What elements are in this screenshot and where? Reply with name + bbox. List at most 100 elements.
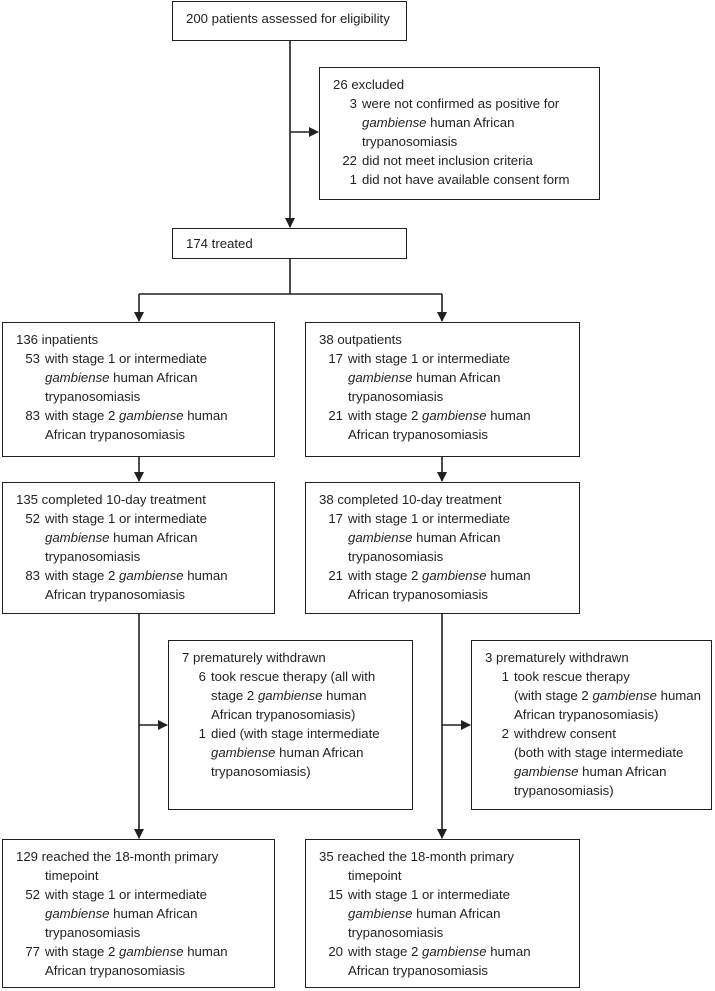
- item-count: 52: [25, 887, 40, 902]
- item-description: died (with stage intermediate gambiense h…: [211, 724, 403, 781]
- box-heading: 38 outpatients: [319, 332, 402, 347]
- item-count: 22: [342, 153, 357, 168]
- box-heading: 3 prematurely withdrawn: [485, 650, 629, 665]
- item-line: trypanosomiasis): [211, 764, 311, 779]
- treated-box: 174 treated: [172, 228, 407, 259]
- item-line: African trypanosomiasis): [514, 707, 659, 722]
- item-count: 1: [501, 669, 509, 684]
- item-line: trypanosomiasis): [514, 783, 614, 798]
- box-item: 52 with stage 1 or intermediate gambiense …: [16, 885, 265, 942]
- item-line: with stage 1 or intermediate: [45, 351, 207, 366]
- item-line: gambiense human African: [348, 906, 501, 921]
- item-description: did not meet inclusion criteria: [362, 151, 590, 170]
- item-line: with stage 2 gambiense human: [348, 944, 531, 959]
- box-item: 3 were not confirmed as positive for gambi…: [333, 94, 590, 151]
- box-text: 200 patients assessed for eligibility: [186, 11, 390, 26]
- box-item: 52 with stage 1 or intermediate gambiense …: [16, 509, 265, 566]
- item-line: African trypanosomiasis: [45, 587, 185, 602]
- item-line: gambiense human African: [348, 530, 501, 545]
- item-line: gambiense human African: [211, 745, 364, 760]
- box-item: 17 with stage 1 or intermediate gambiense …: [319, 349, 570, 406]
- item-line: (both with stage intermediate: [514, 745, 684, 760]
- item-line: gambiense human African: [45, 530, 198, 545]
- item-count: 21: [328, 568, 343, 583]
- item-line: African trypanosomiasis: [348, 427, 488, 442]
- item-line: African trypanosomiasis: [45, 427, 185, 442]
- item-count: 83: [25, 408, 40, 423]
- box-item: 1 took rescue therapy (with stage 2 gambie…: [485, 667, 702, 724]
- box-heading: timepoint: [348, 868, 402, 883]
- item-count: 83: [25, 568, 40, 583]
- item-line: gambiense human African: [362, 115, 515, 130]
- item-count: 2: [501, 726, 509, 741]
- item-line: trypanosomiasis: [348, 925, 444, 940]
- item-description: took rescue therapy (with stage 2 gambien…: [514, 667, 702, 724]
- item-line: African trypanosomiasis): [211, 707, 356, 722]
- item-line: trypanosomiasis: [348, 549, 444, 564]
- item-line: took rescue therapy (all with: [211, 669, 376, 684]
- item-line: trypanosomiasis: [362, 134, 458, 149]
- box-item: 22 did not meet inclusion criteria: [333, 151, 590, 170]
- item-line: stage 2 gambiense human: [211, 688, 367, 703]
- item-line: trypanosomiasis: [45, 389, 141, 404]
- item-line: died (with stage intermediate: [211, 726, 380, 741]
- item-count: 3: [349, 96, 357, 111]
- box-heading: 129 reached the 18-month primary: [16, 849, 219, 864]
- item-description: with stage 1 or intermediate gambiense hu…: [348, 349, 570, 406]
- item-line: took rescue therapy: [514, 669, 630, 684]
- item-line: with stage 1 or intermediate: [45, 887, 207, 902]
- item-description: with stage 1 or intermediate gambiense hu…: [45, 349, 265, 406]
- item-line: gambiense human African: [45, 906, 198, 921]
- item-line: with stage 2 gambiense human: [45, 944, 228, 959]
- out-primary-box: 35 reached the 18-month primary timepoint…: [305, 839, 580, 988]
- item-line: trypanosomiasis: [45, 925, 141, 940]
- item-count: 1: [198, 726, 206, 741]
- item-line: with stage 1 or intermediate: [348, 511, 510, 526]
- item-line: African trypanosomiasis: [348, 963, 488, 978]
- item-count: 20: [328, 944, 343, 959]
- item-line: (with stage 2 gambiense human: [514, 688, 701, 703]
- item-description: with stage 1 or intermediate gambiense hu…: [45, 509, 265, 566]
- box-heading: 35 reached the 18-month primary: [319, 849, 514, 864]
- item-line: did not have available consent form: [362, 172, 570, 187]
- item-line: did not meet inclusion criteria: [362, 153, 533, 168]
- item-line: with stage 2 gambiense human: [348, 408, 531, 423]
- box-item: 2 withdrew consent (both with stage interm…: [485, 724, 702, 800]
- item-count: 17: [328, 351, 343, 366]
- item-line: with stage 1 or intermediate: [45, 511, 207, 526]
- assessed-box: 200 patients assessed for eligibility: [172, 1, 407, 41]
- box-heading: 136 inpatients: [16, 332, 99, 347]
- item-count: 1: [349, 172, 357, 187]
- box-heading: 135 completed 10-day treatment: [16, 492, 206, 507]
- item-line: trypanosomiasis: [45, 549, 141, 564]
- item-description: did not have available consent form: [362, 170, 590, 189]
- item-line: gambiense human African: [45, 370, 198, 385]
- item-line: African trypanosomiasis: [348, 587, 488, 602]
- item-line: with stage 1 or intermediate: [348, 351, 510, 366]
- in-completed-box: 135 completed 10-day treatment 52 with sta…: [2, 482, 275, 614]
- item-line: were not confirmed as positive for: [362, 96, 560, 111]
- item-count: 52: [25, 511, 40, 526]
- item-line: withdrew consent: [514, 726, 616, 741]
- item-description: with stage 1 or intermediate gambiense hu…: [348, 885, 570, 942]
- box-item: 1 died (with stage intermediate gambiense …: [182, 724, 403, 781]
- out-withdrawn-box: 3 prematurely withdrawn 1 took rescue ther…: [471, 640, 712, 810]
- item-line: with stage 1 or intermediate: [348, 887, 510, 902]
- box-heading: 7 prematurely withdrawn: [182, 650, 326, 665]
- item-line: gambiense human African: [514, 764, 667, 779]
- item-line: gambiense human African: [348, 370, 501, 385]
- item-description: with stage 1 or intermediate gambiense hu…: [45, 885, 265, 942]
- item-count: 77: [25, 944, 40, 959]
- item-description: took rescue therapy (all with stage 2 gam…: [211, 667, 403, 724]
